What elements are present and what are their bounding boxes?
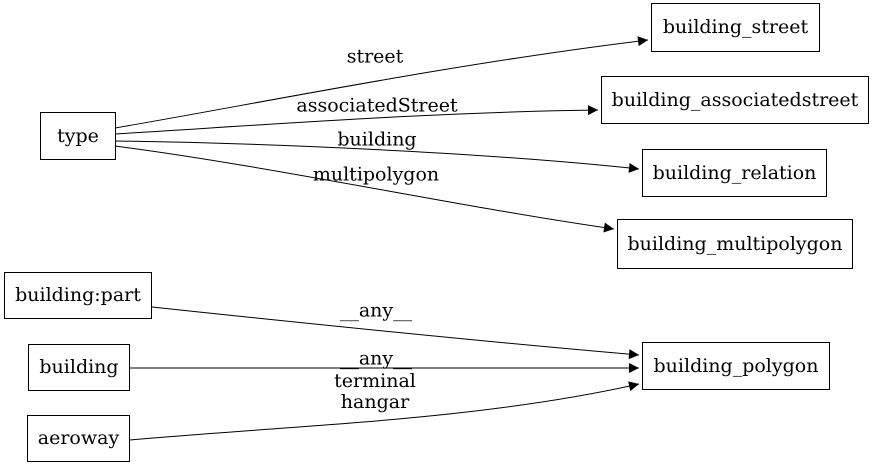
node-building-part: building:part bbox=[4, 272, 152, 319]
edge-label-terminal-hangar-line1: terminal bbox=[334, 370, 416, 392]
edge-type-building_associatedstreet bbox=[114, 105, 599, 135]
node-building-associatedstreet: building_associatedstreet bbox=[601, 76, 869, 124]
edge-buildingpart-building_polygon bbox=[151, 306, 640, 360]
edge-label-building: building bbox=[337, 128, 417, 151]
node-building-street: building_street bbox=[651, 3, 820, 52]
edge-label-terminal-hangar-line2: hangar bbox=[340, 391, 410, 413]
edge-label-any-buildingpart: __any__ bbox=[339, 299, 413, 322]
node-building-multipolygon: building_multipolygon bbox=[617, 219, 853, 269]
node-building-relation: building_relation bbox=[642, 149, 827, 197]
edge-type-building_relation bbox=[114, 140, 640, 173]
edge-label-street: street bbox=[346, 45, 404, 68]
edge-label-any-building: __any__ bbox=[339, 347, 413, 370]
node-aeroway: aeroway bbox=[27, 415, 130, 462]
node-building: building bbox=[28, 344, 130, 391]
node-building-polygon: building_polygon bbox=[642, 342, 830, 390]
edge-label-multipolygon: multipolygon bbox=[312, 163, 440, 186]
node-type: type bbox=[40, 112, 116, 160]
edge-label-associatedstreet: associatedStreet bbox=[296, 94, 458, 117]
edge-aeroway-building_polygon bbox=[129, 381, 640, 441]
edge-type-building_multipolygon bbox=[114, 145, 615, 233]
edge-type-building_street bbox=[114, 36, 649, 129]
edge-label-terminal-hangar: terminal hangar bbox=[334, 371, 416, 413]
